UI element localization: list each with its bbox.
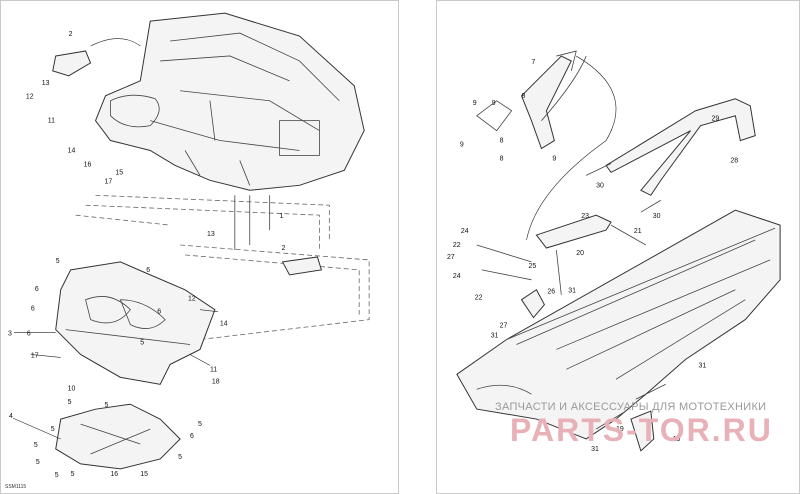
callout-17: 17 (31, 352, 39, 359)
callout-16: 16 (110, 471, 118, 478)
callout-9: 9 (473, 100, 477, 107)
mount-plate (55, 261, 216, 385)
callout-12: 12 (188, 296, 196, 303)
callout-6: 6 (31, 306, 35, 313)
callout-3: 3 (8, 331, 12, 338)
callout-9: 9 (492, 100, 496, 107)
callout-10: 10 (68, 385, 76, 392)
bracket-right (281, 256, 323, 276)
callout-20: 20 (576, 250, 584, 257)
callout-18: 18 (212, 378, 220, 385)
callout-29: 29 (711, 116, 719, 123)
callout-6: 6 (190, 433, 194, 440)
left-diagram-panel: 2 13 12 11 14 16 15 17 1 13 2 5 6 6 12 6… (0, 0, 399, 494)
callout-5: 5 (71, 471, 75, 478)
callout-6: 6 (157, 309, 161, 316)
callout-6: 6 (146, 267, 150, 274)
callout-8: 8 (522, 93, 526, 100)
callout-5: 5 (198, 421, 202, 428)
callout-19: 19 (616, 426, 624, 433)
callout-5: 5 (178, 454, 182, 461)
callout-30: 30 (653, 213, 661, 220)
callout-14: 14 (68, 147, 76, 154)
callout-13: 13 (42, 80, 50, 87)
callout-23: 23 (581, 213, 589, 220)
callout-2: 2 (69, 31, 73, 38)
callout-13: 13 (207, 231, 215, 238)
callout-27: 27 (500, 323, 508, 330)
right-exploded-view: 7 8 9 9 9 8 8 9 29 28 30 30 23 24 21 22 … (447, 50, 781, 453)
watermark-tagline: ЗАПЧАСТИ И АКСЕССУАРЫ ДЛЯ МОТОТЕХНИКИ (495, 401, 767, 413)
callout-9: 9 (460, 142, 464, 149)
callout-8: 8 (500, 138, 504, 145)
callout-5: 5 (140, 340, 144, 347)
callout-7: 7 (531, 59, 535, 66)
callout-12: 12 (26, 94, 34, 101)
callout-16: 16 (84, 161, 92, 168)
callout-6: 6 (27, 331, 31, 338)
callout-25: 25 (528, 263, 536, 270)
right-diagram-panel: 7 8 9 9 9 8 8 9 29 28 30 30 23 24 21 22 … (436, 0, 800, 494)
callout-22: 22 (475, 295, 483, 302)
callout-4: 4 (9, 413, 13, 420)
callout-15: 15 (140, 471, 148, 478)
callout-5: 5 (34, 442, 38, 449)
callout-5: 5 (55, 472, 59, 479)
figure-code: SSM1115 (5, 484, 27, 490)
upper-column (520, 55, 572, 150)
watermark-logo: PARTS-TOR.RU (510, 412, 773, 448)
bracket-19 (630, 410, 655, 452)
callout-31: 31 (568, 288, 576, 295)
bracket-26 (520, 289, 546, 319)
callout-30: 30 (596, 182, 604, 189)
callout-11: 11 (48, 118, 55, 125)
callout-27: 27 (447, 254, 455, 261)
callout-24: 24 (453, 273, 461, 280)
arm-assembly (535, 214, 612, 249)
callout-14: 14 (220, 321, 228, 328)
callout-5: 5 (36, 459, 40, 466)
bracket-top-left (52, 50, 92, 77)
callout-2: 2 (282, 245, 286, 252)
callout-31: 31 (491, 333, 499, 340)
callout-9: 9 (552, 155, 556, 162)
callout-17: 17 (104, 178, 112, 185)
callout-11: 11 (210, 366, 217, 373)
callout-19: 19 (673, 436, 681, 443)
callout-28: 28 (730, 157, 738, 164)
callout-5: 5 (51, 426, 55, 433)
callout-5: 5 (68, 399, 72, 406)
frame-upper (94, 12, 365, 191)
callout-26: 26 (547, 289, 555, 296)
callout-22: 22 (453, 242, 461, 249)
callout-15: 15 (115, 169, 123, 176)
tunnel-deck (456, 209, 781, 440)
callout-31: 31 (591, 446, 599, 453)
callout-5: 5 (104, 402, 108, 409)
callout-24: 24 (461, 228, 469, 235)
callout-21: 21 (634, 228, 642, 235)
callout-31: 31 (699, 362, 707, 369)
callout-1: 1 (280, 213, 284, 220)
callout-5: 5 (56, 258, 60, 265)
rail-rack (605, 98, 756, 196)
callout-8: 8 (500, 155, 504, 162)
left-exploded-view: 2 13 12 11 14 16 15 17 1 13 2 5 6 6 12 6… (8, 12, 370, 479)
callout-6: 6 (35, 286, 39, 293)
